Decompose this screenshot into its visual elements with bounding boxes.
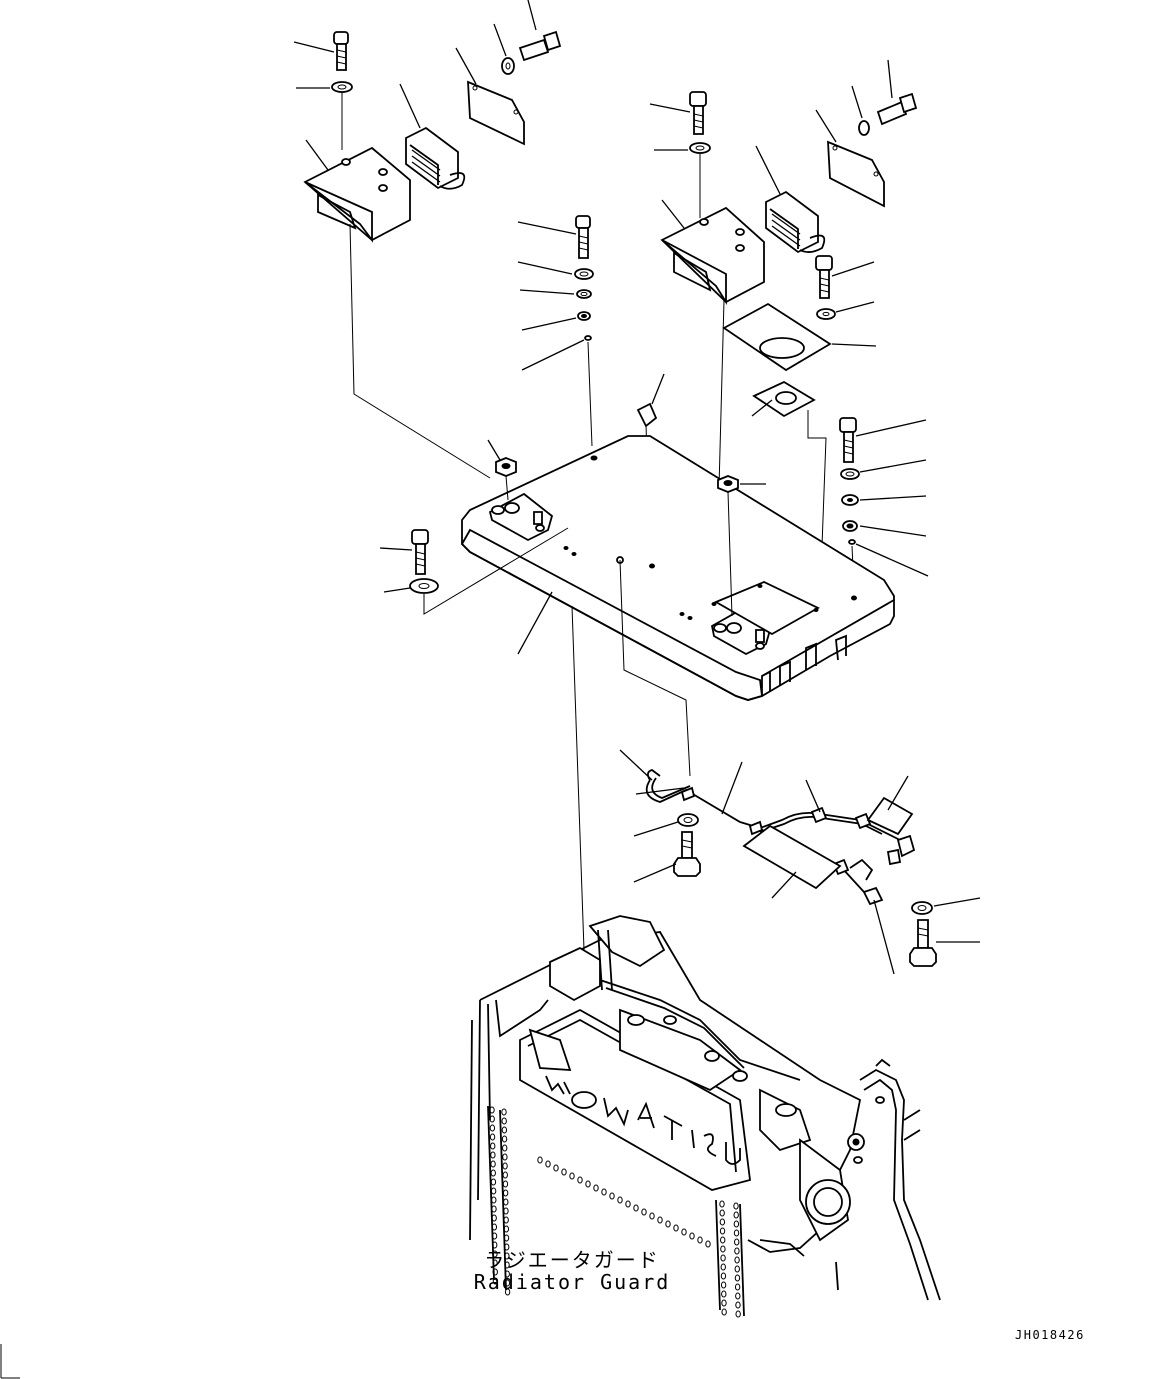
bolt-right-upper xyxy=(816,256,832,298)
bolt-center xyxy=(576,216,590,258)
bolt-top-middle xyxy=(690,92,706,134)
bolt-harness-left xyxy=(674,832,700,876)
radiator-guard-label-en: Radiator Guard xyxy=(473,1270,671,1294)
cover-plate-left xyxy=(468,82,524,144)
gasket xyxy=(724,304,830,370)
bolt-left xyxy=(412,530,428,574)
base-plate xyxy=(462,436,894,700)
bolt-top-angled xyxy=(520,32,560,60)
bolt-top-left xyxy=(334,32,348,70)
washer xyxy=(678,814,698,826)
drawing-number: JH018426 xyxy=(1015,1328,1085,1342)
nut-left xyxy=(496,458,516,476)
washer xyxy=(332,82,352,92)
radiator-guard-perforation xyxy=(490,1107,741,1317)
washer xyxy=(912,902,932,914)
work-lamp-left xyxy=(406,128,464,189)
harness-tag xyxy=(868,798,912,834)
lamp-bracket-left xyxy=(305,148,410,240)
washer xyxy=(502,58,514,74)
washer xyxy=(690,143,710,153)
bolt-harness-right xyxy=(910,920,936,966)
adapter-plate xyxy=(754,382,814,416)
nut-center xyxy=(718,476,738,492)
washer xyxy=(859,121,869,135)
work-lamp-right xyxy=(766,192,824,252)
bolt-right xyxy=(840,418,856,462)
harness-tag xyxy=(744,826,840,888)
radiator-guard-label-jp: ラジエータガード xyxy=(484,1248,660,1272)
engine-assembly xyxy=(470,916,940,1317)
cover-plate-right xyxy=(828,142,884,206)
lamp-bracket-right xyxy=(662,208,764,302)
bolt-top-right-angled xyxy=(878,94,916,124)
komatsu-logo xyxy=(546,1076,740,1164)
grommet xyxy=(638,404,656,426)
